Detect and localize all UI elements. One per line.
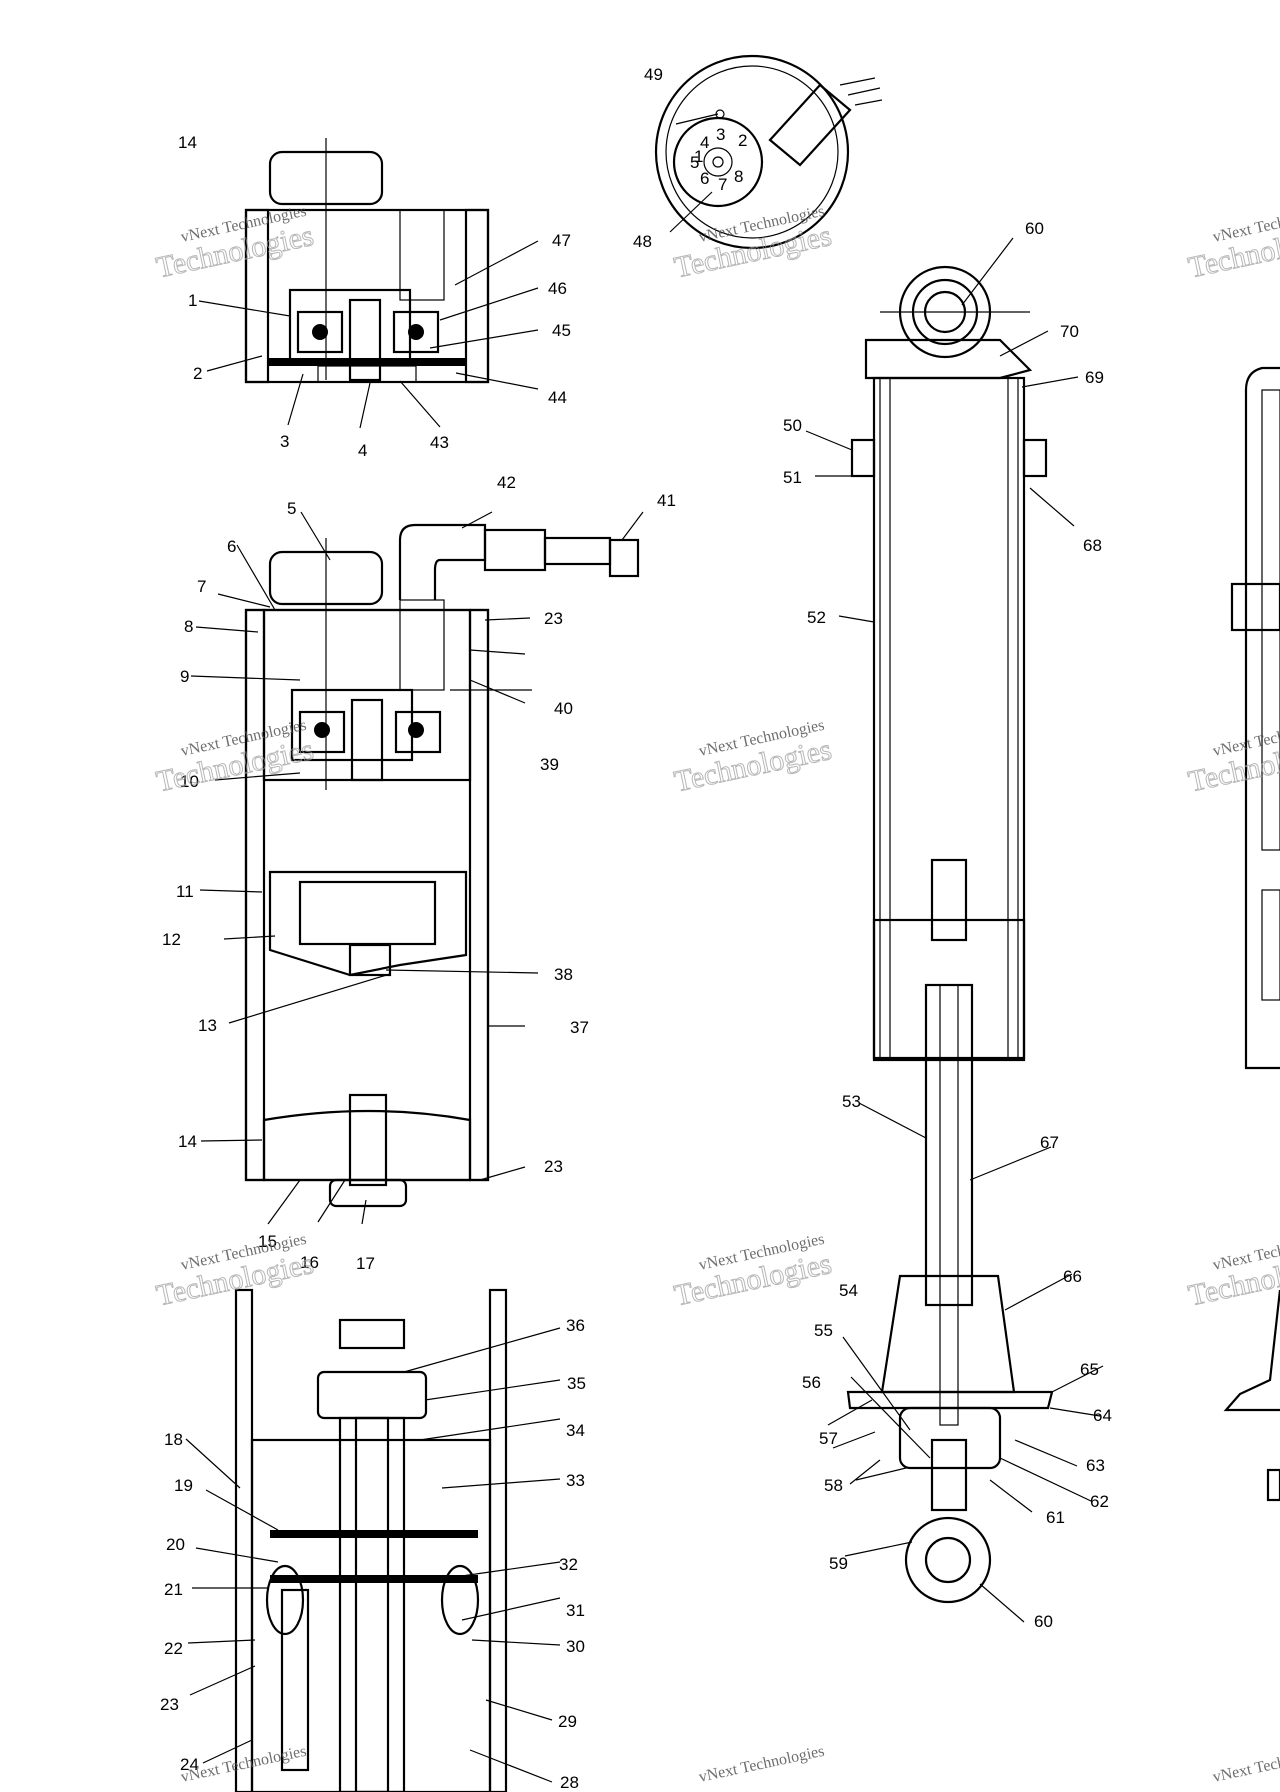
complete-shock-assembly	[846, 265, 1054, 1604]
part-label: 64	[1093, 1406, 1112, 1425]
part-labels: 1 2 3 4 5 6 7 8 9 10 11 12 13 14 14 15 1…	[160, 65, 1112, 1792]
part-label: 12	[162, 930, 181, 949]
part-label: 5	[287, 499, 296, 518]
leader-lines	[185, 113, 1104, 1783]
part-label: 23	[160, 1695, 179, 1714]
part-label: 52	[807, 608, 826, 627]
adjuster-dial	[654, 54, 883, 250]
part-label: 14	[178, 1132, 197, 1151]
part-label: 38	[554, 965, 573, 984]
part-label: 29	[558, 1712, 577, 1731]
part-label: 23	[544, 1157, 563, 1176]
part-label: 56	[802, 1373, 821, 1392]
part-label: 62	[1090, 1492, 1109, 1511]
dial-number: 2	[738, 131, 747, 150]
part-label: 22	[164, 1639, 183, 1658]
part-label: 55	[814, 1321, 833, 1340]
dial-number: 7	[718, 175, 727, 194]
part-label: 63	[1086, 1456, 1105, 1475]
dial-number: 5	[690, 153, 699, 172]
part-label: 28	[560, 1773, 579, 1792]
part-label: 4	[358, 441, 367, 460]
part-label: 60	[1025, 219, 1044, 238]
part-label: 58	[824, 1476, 843, 1495]
part-label: 59	[829, 1554, 848, 1573]
part-label: 33	[566, 1471, 585, 1490]
part-label: 68	[1083, 536, 1102, 555]
part-label: 69	[1085, 368, 1104, 387]
piston-valve-assembly	[234, 1288, 508, 1792]
part-label: 35	[567, 1374, 586, 1393]
part-label: 49	[644, 65, 663, 84]
part-label: 10	[180, 772, 199, 791]
part-label: 6	[227, 537, 236, 556]
part-label: 54	[839, 1281, 858, 1300]
part-label: 13	[198, 1016, 217, 1035]
part-label: 21	[164, 1580, 183, 1599]
part-label: 42	[497, 473, 516, 492]
part-label: 32	[559, 1555, 578, 1574]
part-label: 8	[184, 617, 193, 636]
part-label: 65	[1080, 1360, 1099, 1379]
part-label: 2	[193, 364, 202, 383]
watermark-text: vNext Technologies	[697, 1743, 826, 1786]
part-label: 40	[554, 699, 573, 718]
part-label: 53	[842, 1092, 861, 1111]
part-label: 19	[174, 1476, 193, 1495]
side-view-partial	[1223, 366, 1280, 1502]
part-label: 11	[176, 882, 194, 901]
part-label: 61	[1046, 1508, 1065, 1527]
part-label: 1	[188, 291, 197, 310]
part-label: 36	[566, 1316, 585, 1335]
part-label: 30	[566, 1637, 585, 1656]
part-label: 18	[164, 1430, 183, 1449]
part-label: 34	[566, 1421, 585, 1440]
dial-number: 6	[700, 169, 709, 188]
part-label: 47	[552, 231, 571, 250]
part-label: 48	[633, 232, 652, 251]
part-label: 45	[552, 321, 571, 340]
part-label: 14	[178, 133, 197, 152]
part-label: 16	[300, 1253, 319, 1272]
dial-number: 1	[694, 147, 703, 166]
part-label: 70	[1060, 322, 1079, 341]
part-label: 31	[566, 1601, 585, 1620]
part-label: 15	[258, 1232, 277, 1251]
part-label: 39	[540, 755, 559, 774]
dial-numbers: 1 2 3 4 5 6 7 8	[690, 125, 747, 194]
part-label: 50	[783, 416, 802, 435]
part-label: 3	[280, 432, 289, 451]
part-label: 17	[356, 1254, 375, 1273]
part-label: 37	[570, 1018, 589, 1037]
part-label: 51	[783, 468, 802, 487]
part-label: 44	[548, 388, 567, 407]
part-label: 67	[1040, 1133, 1059, 1152]
part-label: 20	[166, 1535, 185, 1554]
part-label: 46	[548, 279, 567, 298]
dial-number: 3	[716, 125, 725, 144]
part-label: 60	[1034, 1612, 1053, 1631]
watermarks: vNext Technologies Technologies vNext Te…	[153, 203, 1280, 1786]
part-label: 43	[430, 433, 449, 452]
part-label: 9	[180, 667, 189, 686]
part-label: 57	[819, 1429, 838, 1448]
watermark-text: vNext Technologies	[179, 1743, 308, 1786]
watermark-text: vNext Technologies	[1211, 1743, 1280, 1786]
dial-number: 4	[700, 133, 709, 152]
reservoir-assembly	[244, 523, 640, 1208]
reservoir-cap-assembly	[244, 138, 490, 384]
part-label: 7	[197, 577, 206, 596]
dial-number: 8	[734, 167, 743, 186]
part-label: 41	[657, 491, 676, 510]
part-label: 66	[1063, 1267, 1082, 1286]
part-label: 24	[180, 1755, 199, 1774]
part-label: 23	[544, 609, 563, 628]
